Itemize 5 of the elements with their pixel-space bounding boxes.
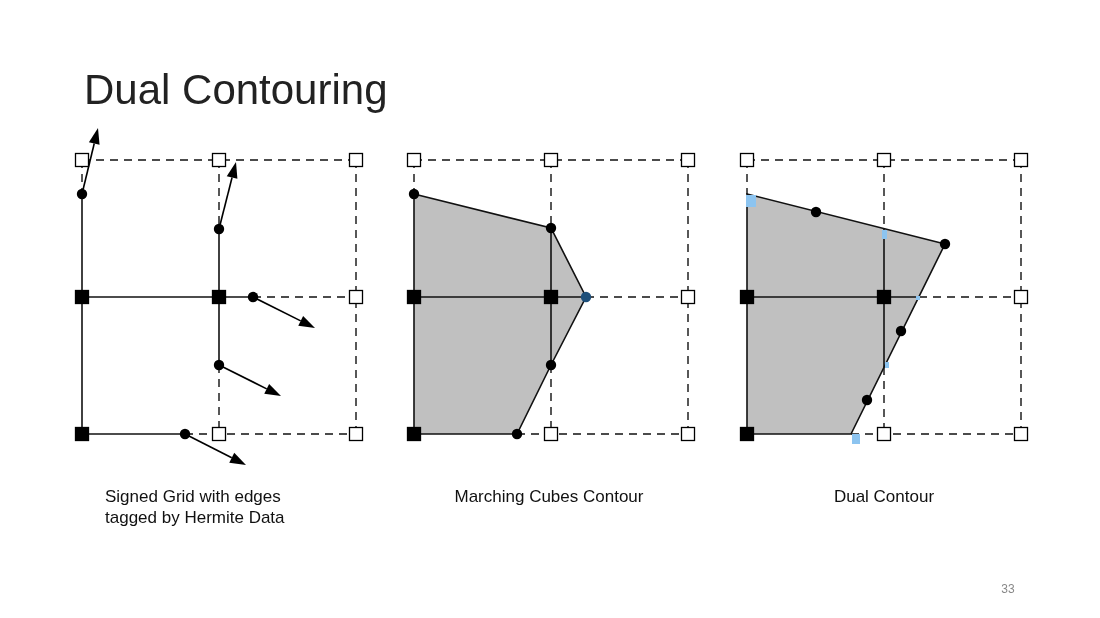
figure-caption: Signed Grid with edges tagged by Hermite Data xyxy=(105,486,286,529)
figure-caption: Marching Cubes Contour xyxy=(453,486,645,508)
page-number: 33 xyxy=(1000,582,1016,597)
slide-title: Dual Contouring xyxy=(84,65,388,115)
figure-caption: Dual Contour xyxy=(832,486,936,508)
